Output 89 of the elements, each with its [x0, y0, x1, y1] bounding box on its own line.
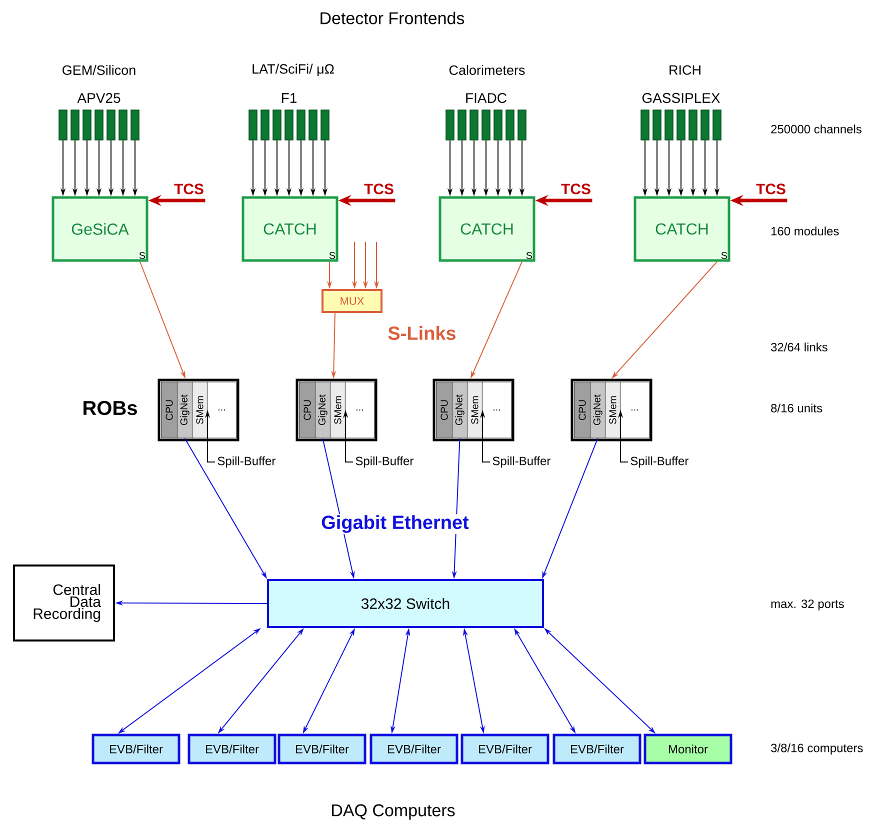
chip-bar [296, 110, 306, 140]
mux-box: MUX [322, 289, 382, 313]
board-slot: ... [620, 382, 650, 438]
board-box [158, 378, 240, 442]
section-label: S-Links [386, 325, 458, 341]
board-slot: GigNet [314, 382, 331, 438]
computer-box: EVB/Filter [552, 734, 642, 764]
computer-box: EVB/Filter [92, 734, 180, 764]
board-slot: CPU [298, 382, 316, 438]
board-slot: CPU [160, 382, 178, 438]
annotation-text: 3/8/16 computers [771, 743, 863, 755]
chip-name: GASSIPLEX [642, 93, 720, 103]
module-box: CATCH S [242, 196, 338, 262]
annotation-text: 160 modules [771, 226, 839, 236]
switch-box: 32x32 Switch [267, 579, 544, 628]
chip-bar [248, 110, 258, 140]
chip-bar [482, 110, 490, 140]
chip-bar [676, 110, 686, 140]
chip-bar [712, 110, 722, 140]
chip-bar [688, 110, 698, 140]
chip-name: FIADC [466, 93, 506, 103]
computer-box: EVB/Filter [188, 734, 276, 764]
section-label: ROBs [84, 400, 137, 416]
board-slot: SMem [604, 382, 621, 438]
diagram-title: Detector Frontends [320, 12, 464, 24]
section-label: Gigabit Ethernet [320, 514, 470, 534]
group-heading: RICH [670, 65, 700, 75]
group-heading: GEM/Silicon [62, 65, 136, 75]
annotation-text: 32/64 links [771, 342, 828, 352]
board-slot: ... [344, 382, 375, 438]
board-slot: ... [482, 382, 512, 438]
chip-bar [518, 110, 526, 140]
chip-bar [82, 110, 92, 140]
chip-bar [446, 110, 454, 140]
chip-bar [320, 110, 330, 140]
chip-bar [272, 110, 282, 140]
group-heading: LAT/SciFi/ μΩ [252, 64, 334, 76]
computer-box: EVB/Filter [460, 734, 550, 764]
chip-bar [700, 110, 710, 140]
signal-label: TCS [561, 184, 590, 194]
chip-bar [470, 110, 478, 140]
diagram-caption: DAQ Computers [332, 804, 455, 820]
computer-box: EVB/Filter [278, 734, 366, 764]
board-slot: GigNet [176, 382, 193, 438]
chip-bar [284, 110, 294, 140]
chip-bar [458, 110, 466, 140]
chip-name: APV25 [77, 93, 120, 103]
recording-box: Central Data Recording [13, 564, 115, 642]
module-box: CATCH S [634, 196, 730, 262]
board-slot: SMem [330, 382, 346, 438]
signal-label: TCS [364, 184, 394, 194]
signal-label: TCS [174, 184, 204, 194]
module-box: GeSiCA S [52, 196, 148, 262]
board-box [432, 378, 514, 442]
chip-bar [640, 110, 650, 140]
chip-bar [494, 110, 502, 140]
board-slot: CPU [436, 382, 453, 438]
chip-bar [652, 110, 662, 140]
chip-bar [308, 110, 318, 140]
board-box [296, 378, 378, 442]
chip-bar [94, 110, 104, 140]
chip-bar [70, 110, 80, 140]
annotation-text: Spill-Buffer [630, 456, 688, 468]
board-slot: GigNet [452, 382, 468, 438]
annotation-text: Spill-Buffer [492, 456, 550, 468]
chip-name: F1 [282, 93, 296, 103]
annotation-text: Spill-Buffer [356, 456, 414, 468]
chip-bar [506, 110, 514, 140]
chip-bar [106, 110, 116, 140]
board-box [570, 378, 652, 442]
chip-bar [130, 110, 140, 140]
group-heading: Calorimeters [449, 65, 525, 75]
board-slot: GigNet [590, 382, 606, 438]
board-slot: ... [206, 382, 237, 438]
computer-box: EVB/Filter [370, 734, 458, 764]
chip-bar [58, 110, 68, 140]
module-box: CATCH S [438, 196, 536, 262]
annotation-text: Spill-Buffer [218, 456, 276, 468]
annotation-text: max. 32 ports [771, 600, 844, 610]
chip-bar [118, 110, 128, 140]
board-slot: SMem [466, 382, 483, 438]
computer-box: Monitor [644, 734, 732, 764]
annotation-text: 8/16 units [771, 404, 822, 412]
chip-bar [260, 110, 270, 140]
chip-bar [664, 110, 674, 140]
board-slot: CPU [574, 382, 591, 438]
signal-label: TCS [756, 184, 786, 194]
board-slot: SMem [192, 382, 208, 438]
annotation-text: 250000 channels [771, 124, 862, 134]
